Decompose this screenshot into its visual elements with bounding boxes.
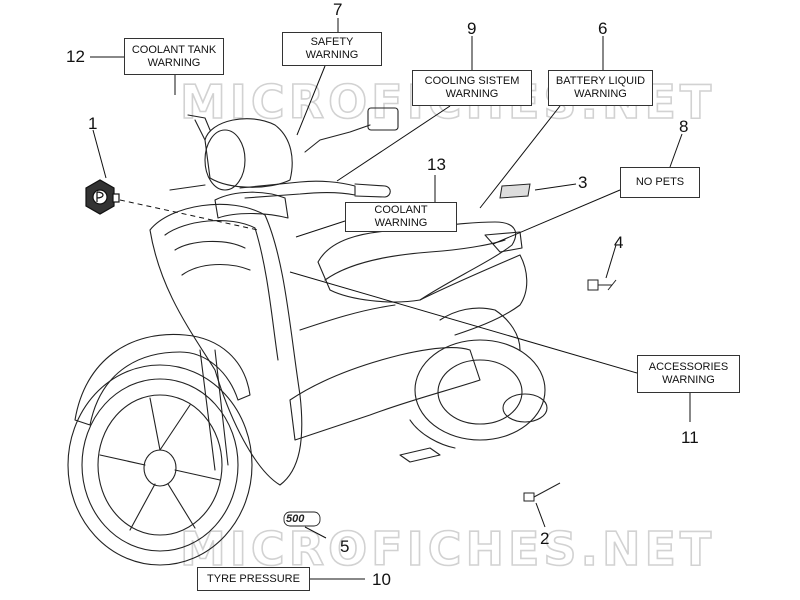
- part-number-8: 8: [679, 117, 689, 136]
- emblem-badge: [85, 179, 120, 215]
- battery-liquid-warning-label: BATTERY LIQUID WARNING: [548, 70, 653, 106]
- mirror-left: [187, 114, 211, 141]
- no-pets-label: NO PETS: [620, 167, 700, 198]
- center-stand: [399, 447, 441, 463]
- mirror-stem: [304, 124, 371, 153]
- floorboard: [289, 346, 481, 441]
- rivet-part-2: [523, 482, 561, 502]
- part-number-9: 9: [467, 19, 477, 38]
- grip: [354, 183, 391, 198]
- part-number-7: 7: [333, 0, 343, 19]
- coolant-tank-warning-label: COOLANT TANK WARNING: [124, 38, 224, 75]
- rear-body: [419, 254, 528, 336]
- part-number-11: 11: [681, 428, 699, 447]
- safety-warning-label: SAFETY WARNING: [282, 32, 382, 66]
- front-fender: [74, 333, 251, 426]
- mirror-right: [367, 107, 399, 131]
- svg-text:500: 500: [286, 513, 305, 525]
- badge-part-5: 500: [283, 511, 321, 527]
- tyre-pressure-label: TYRE PRESSURE: [197, 567, 310, 591]
- part-number-2: 2: [540, 529, 550, 548]
- muffler-end: [502, 393, 548, 423]
- leg-shield: [149, 203, 303, 486]
- part-number-3: 3: [578, 173, 588, 192]
- front-wheel: [67, 364, 253, 566]
- windscreen: [204, 118, 293, 188]
- key-part-4: [587, 279, 617, 291]
- seat: [317, 221, 517, 303]
- part-number-10: 10: [372, 570, 391, 589]
- rear-shock: [439, 307, 521, 351]
- front-fork: [199, 349, 229, 471]
- decal-part-3: [499, 183, 531, 199]
- accessories-warning-label: ACCESSORIES WARNING: [637, 355, 740, 393]
- headlight: [204, 129, 246, 191]
- handlebar: [169, 180, 356, 199]
- coolant-warning-label: COOLANT WARNING: [345, 202, 457, 232]
- part-number-6: 6: [598, 19, 608, 38]
- leader-lines: [90, 18, 691, 580]
- part-number-1: 1: [88, 114, 98, 133]
- part-number-13: 13: [427, 155, 446, 174]
- cooling-system-warning-label: COOLING SISTEM WARNING: [412, 70, 532, 106]
- tail-light: [484, 231, 523, 253]
- engine-case: [414, 339, 546, 441]
- scooter-drawing: [67, 107, 548, 566]
- part-number-12: 12: [66, 47, 85, 66]
- part-number-5: 5: [340, 537, 350, 556]
- part-number-4: 4: [614, 233, 624, 252]
